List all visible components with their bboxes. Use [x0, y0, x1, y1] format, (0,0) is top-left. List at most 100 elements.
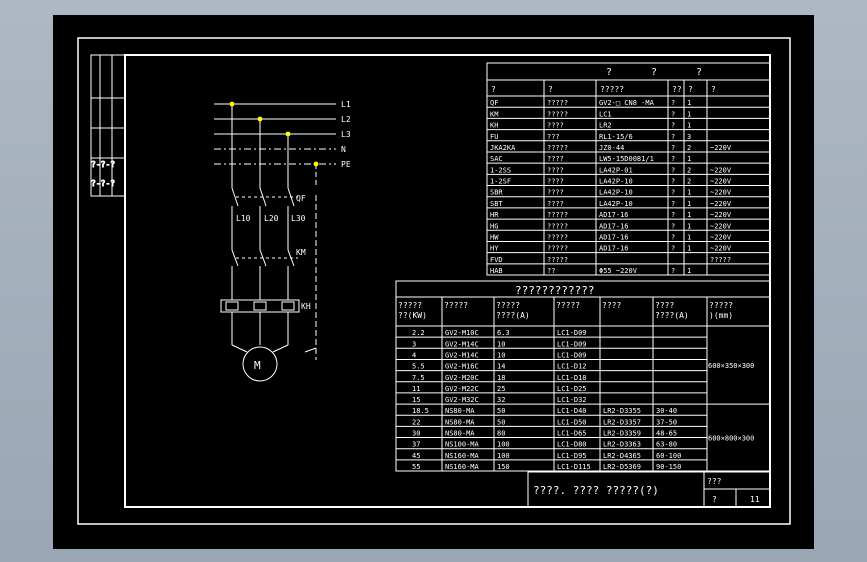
parts-table-cell: HY [490, 245, 499, 253]
parts-table-cell: ~220V [710, 200, 732, 208]
parts-table-cell: Φ55 ~220V [599, 267, 638, 275]
parts-table-cell: JKA2KA [490, 144, 516, 152]
parts-table-cell: 2 [687, 144, 691, 152]
bus-label-pe: PE [341, 160, 351, 169]
parts-table-cell: ? [671, 110, 675, 118]
selection-table-cell: 30 [412, 430, 420, 438]
parts-table-cell: ~220V [710, 245, 732, 253]
selection-table-cell: 37 [412, 441, 420, 449]
parts-table-cell: ? [671, 144, 675, 152]
selection-table-cell: LR2-D3357 [603, 418, 641, 426]
selection-table-cell: 60-100 [656, 452, 681, 460]
selection-table-cell: 4 [412, 351, 416, 359]
selection-table-cell: LR2-D3363 [603, 441, 641, 449]
parts-table-cell: ? [671, 245, 675, 253]
side-strip: ?-?-? ?-?-? [90, 54, 126, 197]
parts-table-cell: ? [671, 222, 675, 230]
parts-table-column-header: ?? [672, 85, 682, 94]
bus-label-l1: L1 [341, 100, 351, 109]
selection-table-cell: LC1-D09 [557, 340, 587, 348]
parts-table-cell: ? [671, 122, 675, 130]
parts-table-cell: ? [671, 200, 675, 208]
parts-table-cell: ????? [710, 256, 731, 264]
parts-table-cell: 1 [687, 233, 691, 241]
drawing-canvas [53, 15, 814, 549]
selection-table-cell: 80 [497, 430, 505, 438]
selection-table-cell: LR2-D4365 [603, 452, 641, 460]
bus-label-l3: L3 [341, 130, 351, 139]
selection-table-cell: 55 [412, 463, 420, 471]
parts-table-cell: ~220V [710, 166, 732, 174]
selection-table-cell: 37-50 [656, 418, 677, 426]
parts-table-cell: SBR [490, 189, 503, 197]
parts-table-cell: 1 [687, 110, 691, 118]
parts-table-cell: ? [671, 178, 675, 186]
selection-table-cell: NS100-MA [445, 441, 480, 449]
parts-table-cell: ????? [547, 256, 568, 264]
selection-table-cell: GV2-M22C [445, 385, 479, 393]
side-strip-mark-b: ?-?-? [91, 179, 115, 188]
parts-table-cell: ????? [547, 211, 568, 219]
selection-table-cell: 150 [497, 463, 510, 471]
selection-table-cell: LC1-D12 [557, 363, 587, 371]
selection-table-cell: 50 [497, 418, 505, 426]
parts-table-cell: LA42P-10 [599, 189, 633, 197]
parts-table-cell: 1-2SS [490, 166, 511, 174]
selection-table-cell: LR2-D3355 [603, 407, 641, 415]
selection-table-cell: 5.5 [412, 363, 425, 371]
parts-table-cell: LA42P-10 [599, 200, 633, 208]
parts-table-cell: ~220V [710, 189, 732, 197]
selection-table-cell: LR2-D5369 [603, 463, 641, 471]
parts-table-cell: ???? [547, 155, 564, 163]
parts-table-cell: LA42P-10 [599, 178, 633, 186]
selection-table-cell: 25 [497, 385, 505, 393]
selection-table-column-header: ???? [602, 301, 621, 310]
parts-table-cell: ???? [547, 166, 564, 174]
parts-table-cell: HG [490, 222, 498, 230]
parts-table-cell: ????? [547, 110, 568, 118]
parts-table-cell: 1 [687, 122, 691, 130]
parts-table-cell: AD17-16 [599, 222, 629, 230]
parts-table-cell: AD17-16 [599, 233, 629, 241]
selection-table-cell: 3 [412, 340, 416, 348]
parts-table-cell: KM [490, 110, 498, 118]
sheet-number: 11 [750, 495, 760, 504]
parts-table-cell: AD17-16 [599, 211, 629, 219]
parts-table-cell: 1 [687, 245, 691, 253]
selection-table-cell: LC1-D40 [557, 407, 587, 415]
selection-table-cell: LC1-D32 [557, 396, 587, 404]
title-cell-a: ??? [707, 477, 722, 486]
selection-table: ???????????????????(KW)??????????????(A)… [395, 280, 771, 472]
selection-table-cell: NS160-MA [445, 452, 480, 460]
parts-table-cell: AD17-16 [599, 245, 629, 253]
parts-table-cell: ? [671, 267, 675, 275]
selection-table-cell: 10 [497, 340, 505, 348]
bus-label-n: N [341, 145, 346, 154]
parts-table-cell: ? [671, 155, 675, 163]
selection-table-cell: LC1-D115 [557, 463, 591, 471]
parts-table-cell: ? [671, 233, 675, 241]
selection-table-cell: LR2-D3359 [603, 430, 641, 438]
parts-table-cell: ????? [547, 245, 568, 253]
selection-table-cell: NS80-MA [445, 418, 475, 426]
parts-table-cell: 1 [687, 189, 691, 197]
selection-table-cell: 45 [412, 452, 420, 460]
parts-table-cell: HAB [490, 267, 503, 275]
selection-table-cell: GV2-M20C [445, 374, 479, 382]
parts-table-cell: ????? [547, 222, 568, 230]
qf-label: QF [296, 194, 306, 203]
parts-table-cell: 1 [687, 267, 691, 275]
parts-table-column-header: ? [491, 85, 496, 94]
parts-table-cell: ??? [547, 133, 560, 141]
parts-table-cell: 1-2SF [490, 178, 511, 186]
parts-table-cell: 1 [687, 99, 691, 107]
parts-table-cell: 1 [687, 155, 691, 163]
parts-table-cell: FU [490, 133, 498, 141]
parts-table-cell: LC1 [599, 110, 612, 118]
parts-table-header: ? [651, 67, 657, 78]
selection-table-cell: LC1-D50 [557, 418, 587, 426]
parts-table-cell: ? [671, 166, 675, 174]
parts-table-cell: ~220V [710, 233, 732, 241]
l20-label: L20 [264, 214, 279, 223]
parts-table-cell: LA42P-01 [599, 166, 633, 174]
